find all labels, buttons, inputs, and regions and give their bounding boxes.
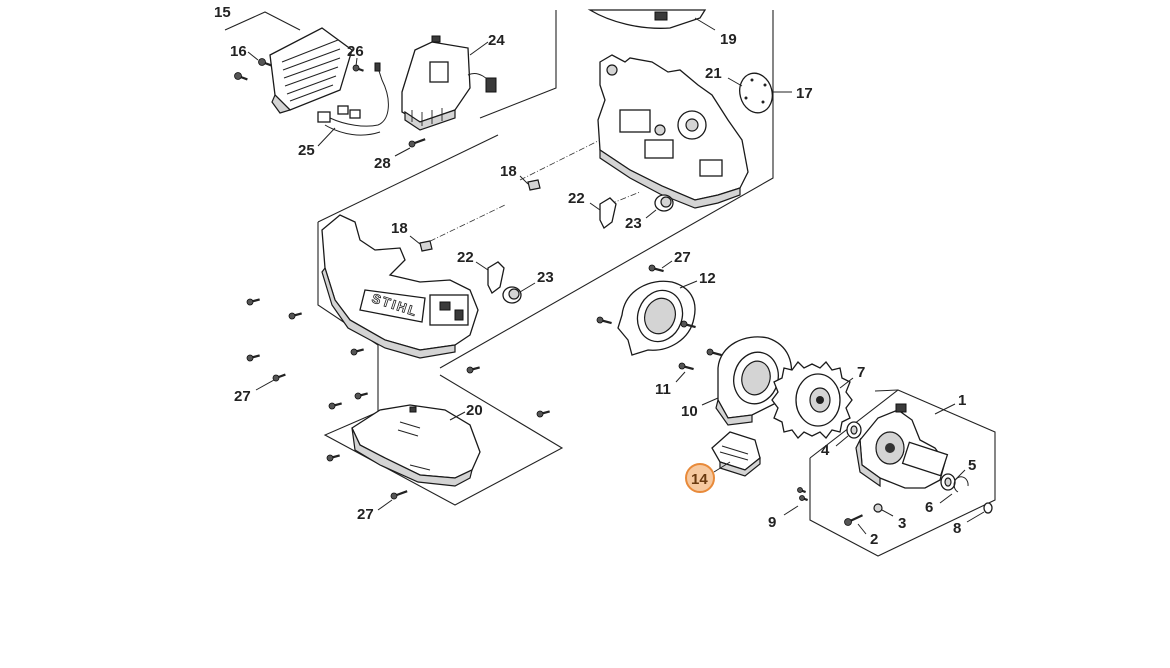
part-crankcase <box>597 54 749 209</box>
frame-17-top <box>317 134 499 223</box>
frame-15-right <box>479 10 557 119</box>
callout-27-left[interactable]: 27 <box>234 388 251 405</box>
part-flywheel <box>771 361 853 439</box>
part-fan-cover <box>617 280 696 356</box>
callout-5[interactable]: 5 <box>968 457 976 474</box>
callout-15[interactable]: 15 <box>214 4 231 21</box>
leader-lines <box>247 17 985 535</box>
callout-8[interactable]: 8 <box>953 520 961 537</box>
callout-19[interactable]: 19 <box>720 31 737 48</box>
part-wiring <box>317 62 389 136</box>
part-small-lower <box>419 240 522 304</box>
callout-1[interactable]: 1 <box>958 392 966 409</box>
part-main-housing: STIHL <box>321 214 479 359</box>
callout-22-lower[interactable]: 22 <box>457 249 474 266</box>
alignment-lines <box>419 139 641 247</box>
callout-22-upper[interactable]: 22 <box>568 190 585 207</box>
part-top-cover <box>587 9 707 29</box>
frame-17 <box>439 10 774 369</box>
part-gasket <box>739 72 773 114</box>
callout-9[interactable]: 9 <box>768 514 776 531</box>
callout-27-top[interactable]: 27 <box>674 249 691 266</box>
callout-6[interactable]: 6 <box>925 499 933 516</box>
callout-23-upper[interactable]: 23 <box>625 215 642 232</box>
callout-16[interactable]: 16 <box>230 43 247 60</box>
callouts: 15 16 26 24 19 21 17 25 28 18 22 23 18 2… <box>214 4 976 548</box>
callout-25[interactable]: 25 <box>298 142 315 159</box>
callout-24[interactable]: 24 <box>488 32 505 49</box>
callout-11[interactable]: 11 <box>655 381 671 398</box>
callout-7[interactable]: 7 <box>857 364 865 381</box>
callout-26[interactable]: 26 <box>347 43 364 60</box>
frame-15 <box>224 11 301 31</box>
callout-4[interactable]: 4 <box>821 442 830 459</box>
part-bottom-cover <box>351 404 481 487</box>
part-crankshaft-assembly <box>855 403 949 489</box>
part-filter-base <box>401 35 497 131</box>
callout-20[interactable]: 20 <box>466 402 483 419</box>
highlight-ring <box>685 463 715 493</box>
callout-28[interactable]: 28 <box>374 155 391 172</box>
callout-12[interactable]: 12 <box>699 270 716 287</box>
callout-3[interactable]: 3 <box>898 515 906 532</box>
part-14-damper <box>711 431 761 477</box>
callout-18-lower[interactable]: 18 <box>391 220 408 237</box>
callout-21[interactable]: 21 <box>705 65 722 82</box>
callout-18-upper[interactable]: 18 <box>500 163 517 180</box>
callout-2[interactable]: 2 <box>870 531 878 548</box>
callout-17[interactable]: 17 <box>796 85 813 102</box>
part-small-upper <box>527 179 674 229</box>
callout-10[interactable]: 10 <box>681 403 698 420</box>
screws <box>234 58 863 526</box>
callout-23-lower[interactable]: 23 <box>537 269 554 286</box>
callout-27-bottom[interactable]: 27 <box>357 506 374 523</box>
callout-14-highlighted[interactable]: 14 <box>691 471 708 488</box>
part-air-filter-cover <box>269 27 353 114</box>
